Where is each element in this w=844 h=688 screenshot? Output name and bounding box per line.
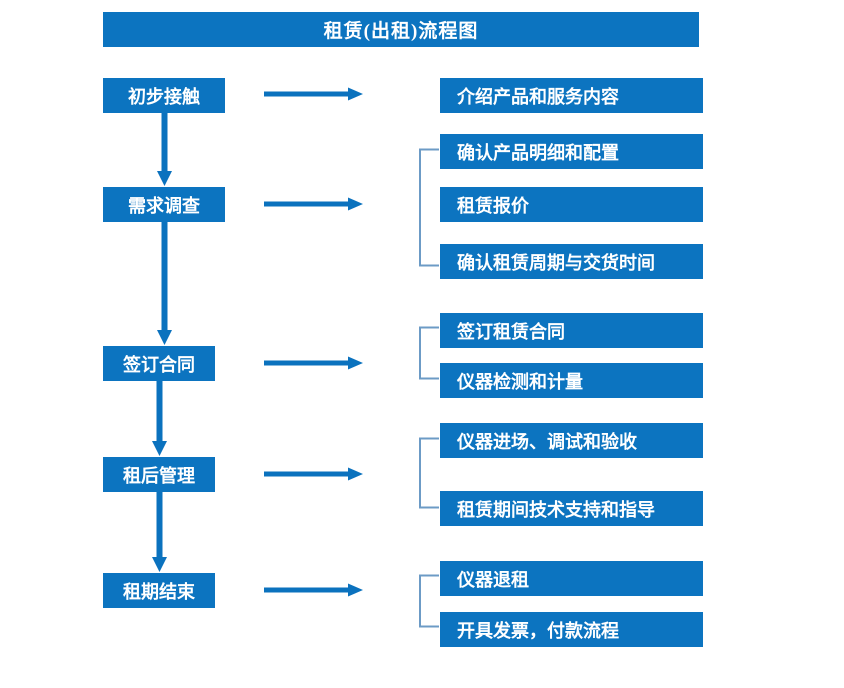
arrow-right-4 — [264, 466, 364, 482]
detail-box-4[interactable]: 确认租赁周期与交货时间 — [440, 244, 703, 279]
arrow-down-1 — [156, 113, 173, 187]
arrow-right-3 — [264, 355, 364, 371]
arrow-right-1 — [264, 86, 364, 102]
arrow-right-2 — [264, 196, 364, 212]
bracket-group-2 — [418, 326, 440, 380]
arrow-down-4 — [151, 492, 168, 573]
detail-box-5[interactable]: 签订租赁合同 — [440, 313, 703, 348]
detail-box-2[interactable]: 确认产品明细和配置 — [440, 134, 703, 169]
detail-box-7[interactable]: 仪器进场、调试和验收 — [440, 423, 703, 458]
bracket-group-1 — [418, 148, 440, 267]
detail-box-1[interactable]: 介绍产品和服务内容 — [440, 78, 703, 113]
detail-box-10[interactable]: 开具发票，付款流程 — [440, 612, 703, 647]
detail-box-8[interactable]: 租赁期间技术支持和指导 — [440, 491, 703, 526]
detail-box-3[interactable]: 租赁报价 — [440, 187, 703, 222]
arrow-right-5 — [264, 582, 364, 598]
stage-box-3[interactable]: 签订合同 — [103, 346, 215, 381]
stage-box-5[interactable]: 租期结束 — [103, 573, 215, 608]
stage-box-1[interactable]: 初步接触 — [103, 78, 225, 113]
detail-box-9[interactable]: 仪器退租 — [440, 561, 703, 596]
bracket-group-3 — [418, 437, 440, 509]
arrow-down-3 — [151, 381, 168, 457]
detail-box-6[interactable]: 仪器检测和计量 — [440, 363, 703, 398]
page-title: 租赁(出租)流程图 — [103, 12, 699, 47]
arrow-down-2 — [156, 222, 173, 346]
stage-box-4[interactable]: 租后管理 — [103, 457, 215, 492]
stage-box-2[interactable]: 需求调查 — [103, 187, 225, 222]
bracket-group-4 — [418, 574, 440, 628]
